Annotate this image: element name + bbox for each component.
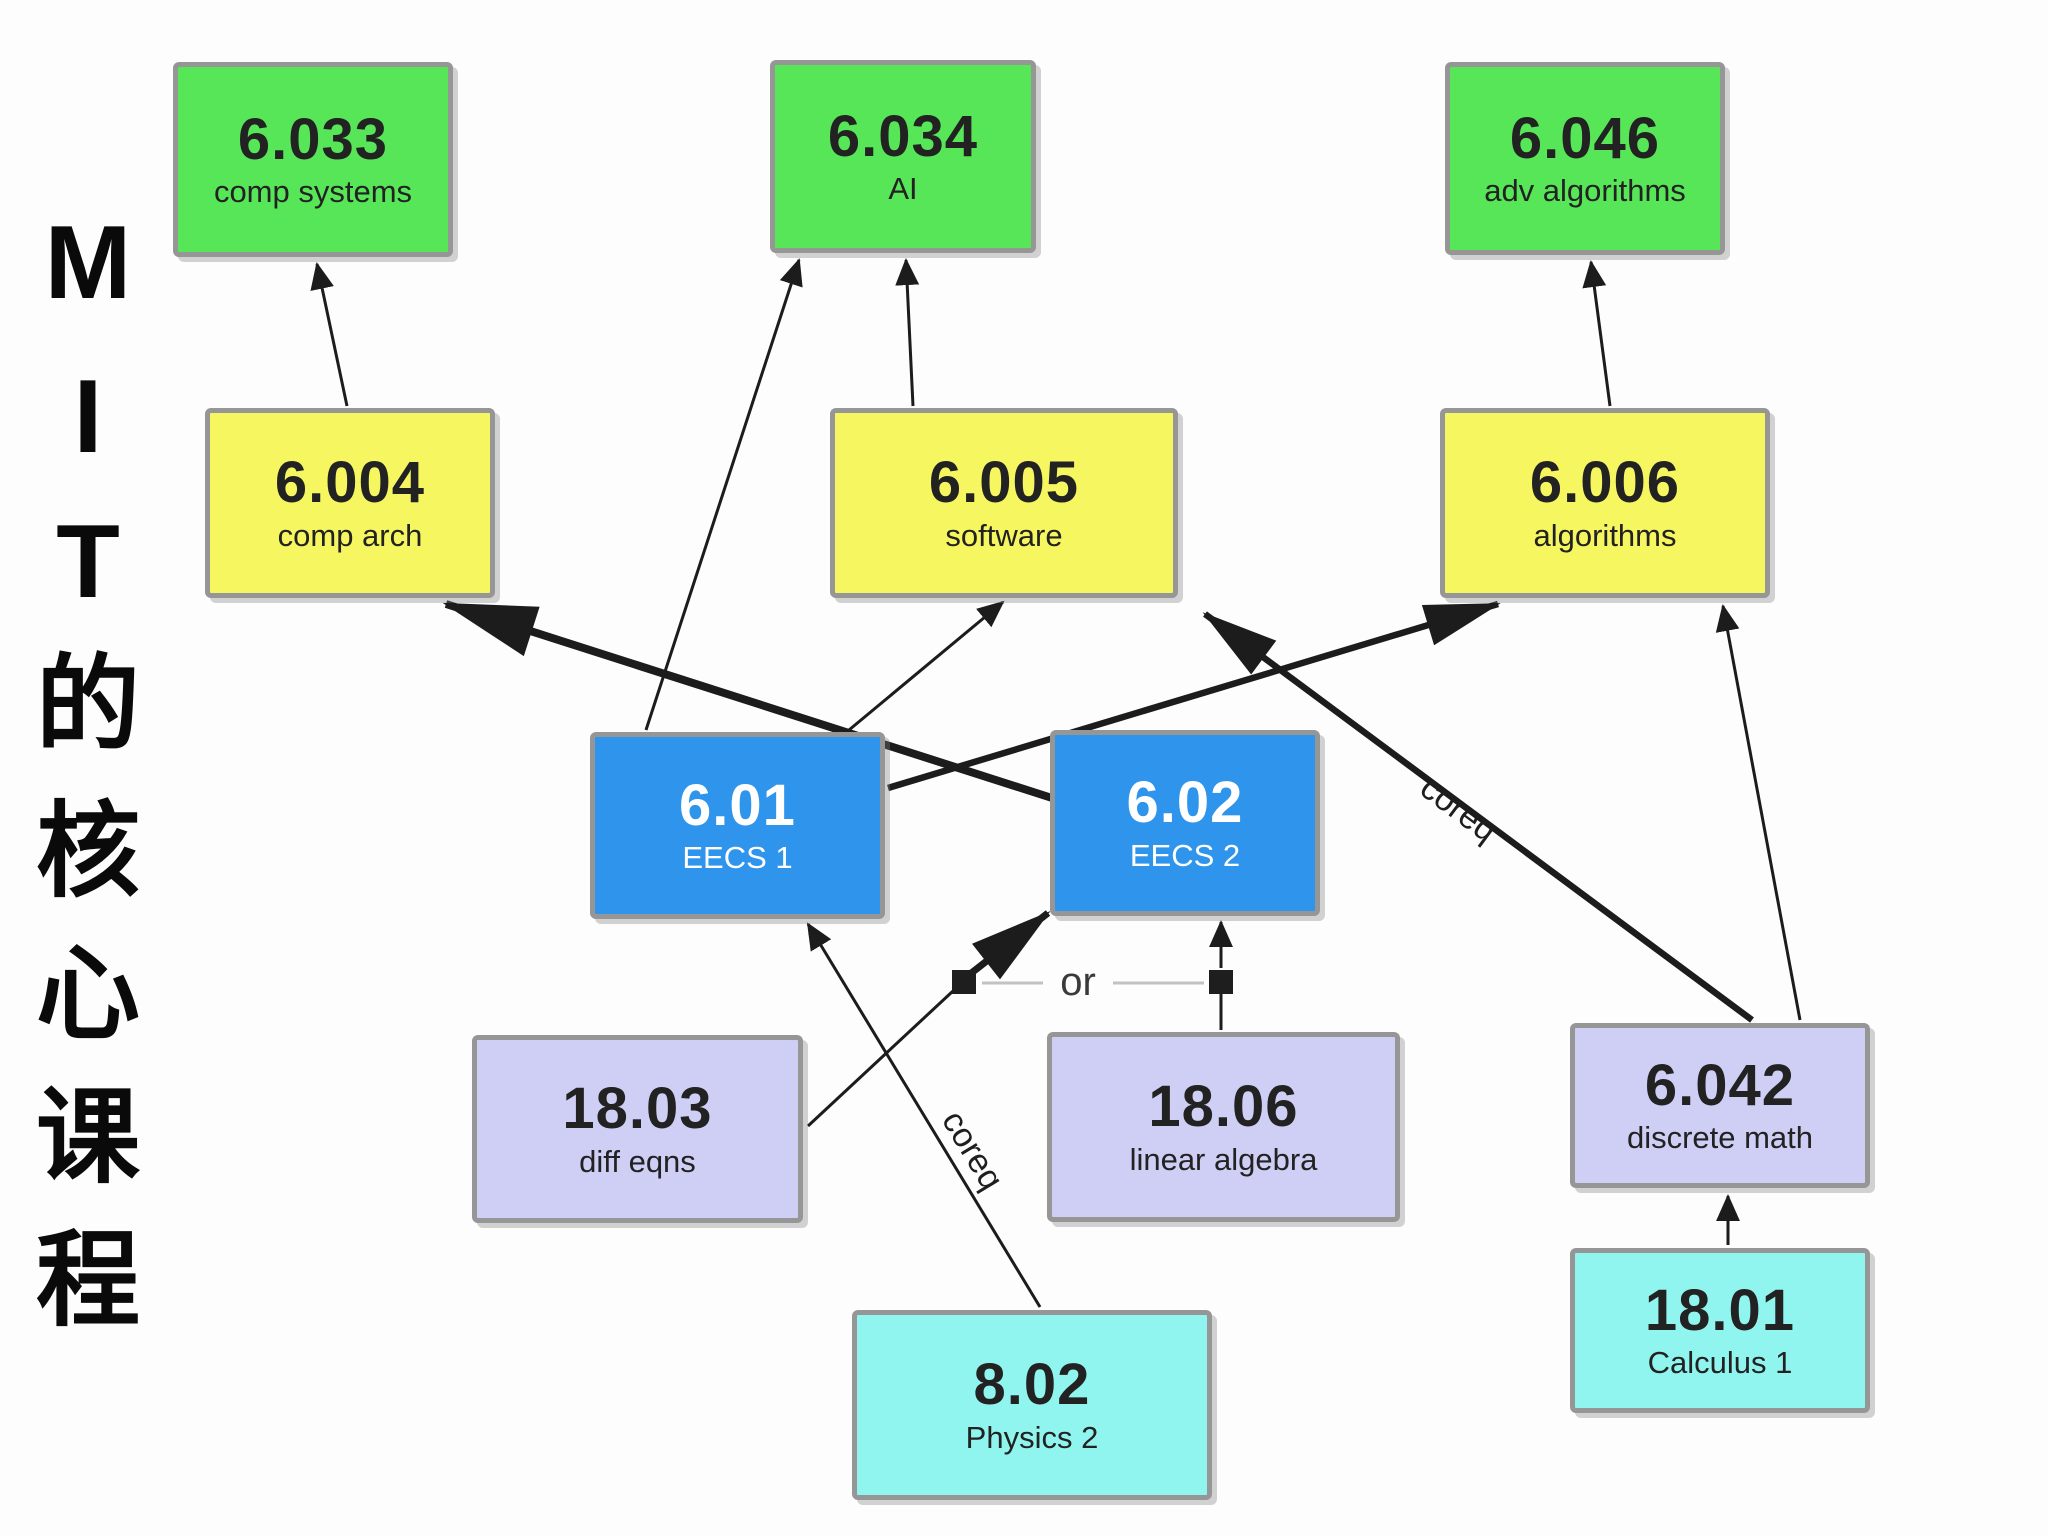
- or-junction-square-left: [952, 970, 976, 994]
- course-code: 6.02: [1126, 770, 1244, 835]
- course-label: comp arch: [277, 517, 423, 553]
- course-label: Calculus 1: [1647, 1345, 1793, 1381]
- edge-6.005-to-6.034: [895, 258, 920, 407]
- course-label: discrete math: [1626, 1120, 1814, 1156]
- edge-6.01-to-6.034: [644, 258, 803, 731]
- course-code: 18.06: [1148, 1074, 1299, 1139]
- edge-6.042-to-6.006: [1715, 604, 1802, 1021]
- course-code: 6.033: [237, 106, 389, 172]
- title-char-1: M: [44, 205, 132, 321]
- course-label: diff eqns: [579, 1143, 696, 1179]
- edge-label-6.042-to-6.005: coreq: [1413, 769, 1504, 850]
- course-code: 6.034: [827, 103, 979, 169]
- title-char-7: 课: [35, 1080, 140, 1196]
- course-label: algorithms: [1533, 517, 1677, 553]
- course-label: EECS 1: [682, 840, 793, 876]
- title-char-5: 核: [35, 794, 140, 910]
- course-code: 18.01: [1644, 1277, 1796, 1343]
- course-label: linear algebra: [1129, 1141, 1318, 1177]
- or-junction-square-right: [1209, 970, 1233, 994]
- title-char-6: 心: [35, 937, 140, 1053]
- course-label: EECS 2: [1129, 837, 1241, 873]
- edge-6.01-to-6.006: [887, 600, 1501, 792]
- edge-6.006-to-6.046: [1582, 260, 1612, 407]
- course-code: 6.042: [1644, 1052, 1796, 1118]
- course-label: Physics 2: [965, 1419, 1099, 1455]
- course-label: adv algorithms: [1484, 173, 1686, 209]
- edge-6.004-to-6.033: [310, 262, 349, 407]
- edge-6.042-to-6.005: [1202, 611, 1754, 1023]
- course-code: 18.03: [562, 1076, 713, 1141]
- course-code: 6.046: [1509, 105, 1661, 171]
- course-code: 6.004: [274, 450, 426, 515]
- edge-8.02-to-6.01: [806, 922, 1042, 1308]
- title-char-4: 的: [35, 647, 140, 763]
- course-label: comp systems: [213, 174, 413, 210]
- course-label: AI: [888, 171, 918, 207]
- course-code: 8.02: [973, 1352, 1091, 1417]
- or-label: or: [1043, 962, 1113, 1002]
- course-label: software: [945, 517, 1063, 553]
- course-code: 6.006: [1529, 450, 1681, 515]
- course-code: 6.005: [928, 450, 1080, 515]
- course-code: 6.01: [679, 772, 796, 838]
- edge-or-left-to-18.03: [806, 989, 955, 1128]
- title-char-2: I: [73, 359, 103, 475]
- title-char-3: T: [56, 504, 120, 620]
- title-char-8: 程: [35, 1223, 140, 1339]
- edge-or-left-to-6.02: [962, 910, 1051, 981]
- edge-6.01-to-6.005: [848, 600, 1005, 732]
